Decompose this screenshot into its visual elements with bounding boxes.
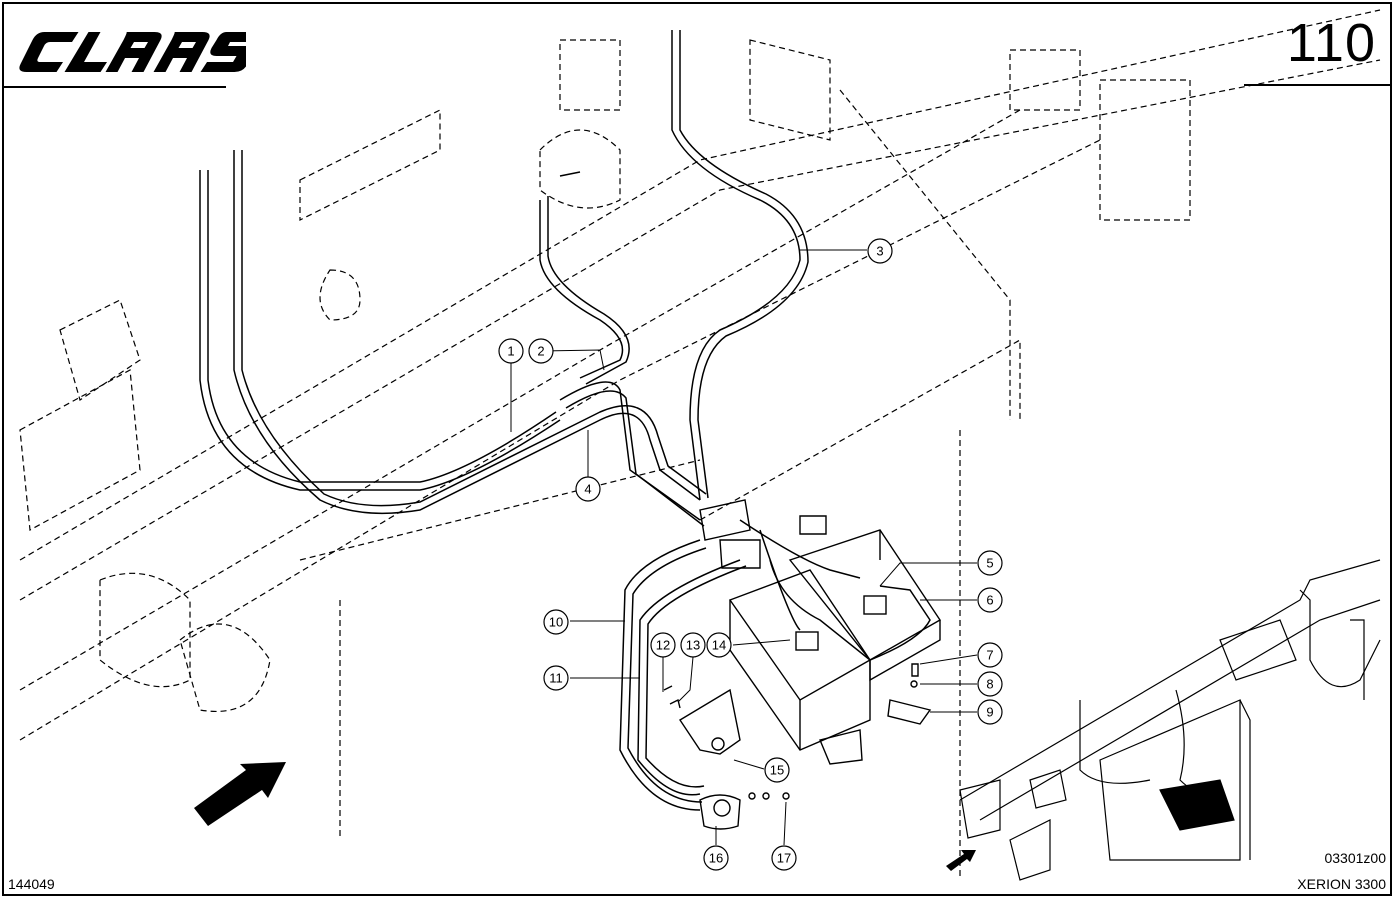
callout-number: 10 xyxy=(549,615,563,630)
callout-number: 3 xyxy=(876,244,883,259)
battery-terminal-front xyxy=(795,631,819,651)
direction-arrow-icon xyxy=(194,762,286,826)
callout-8: 8 xyxy=(977,671,1003,697)
page-number-rule xyxy=(1244,84,1392,86)
overview-inset xyxy=(959,559,1381,881)
callout-number: 6 xyxy=(986,593,993,608)
callout-1: 1 xyxy=(498,338,524,364)
callout-circle xyxy=(977,587,1003,613)
battery-clamp xyxy=(819,729,863,765)
callout-number: 8 xyxy=(986,677,993,692)
callout-circle xyxy=(703,845,729,871)
frame-background xyxy=(19,9,1381,880)
callout-number: 4 xyxy=(584,482,591,497)
callout-12: 12 xyxy=(650,632,676,658)
callout-circle xyxy=(977,642,1003,668)
bracket-15 xyxy=(679,688,741,755)
callout-circle xyxy=(650,632,676,658)
callout-number: 13 xyxy=(686,638,700,653)
hydraulic-lines xyxy=(199,30,931,811)
callout-number: 7 xyxy=(986,648,993,663)
drawing-id: 144049 xyxy=(8,876,55,892)
battery-terminal-rear xyxy=(863,595,887,615)
callout-number: 12 xyxy=(656,638,670,653)
callout-9: 9 xyxy=(977,699,1003,725)
callout-11: 11 xyxy=(543,665,569,691)
callout-15: 15 xyxy=(764,757,790,783)
callout-7: 7 xyxy=(977,642,1003,668)
claas-logo xyxy=(19,32,246,72)
callout-number: 14 xyxy=(712,638,726,653)
battery-rear xyxy=(788,529,941,661)
callout-number: 9 xyxy=(986,705,993,720)
callout-circle xyxy=(977,699,1003,725)
callout-13: 13 xyxy=(680,632,706,658)
callout-number: 2 xyxy=(537,344,544,359)
callout-circle xyxy=(977,550,1003,576)
callout-circle xyxy=(575,476,601,502)
model-name: XERION 3300 xyxy=(1297,876,1386,892)
callout-16: 16 xyxy=(703,845,729,871)
callout-circle xyxy=(867,238,893,264)
battery-assembly xyxy=(663,499,941,830)
callout-circle xyxy=(543,609,569,635)
clip-16 xyxy=(699,794,741,830)
callout-circle xyxy=(680,632,706,658)
callout-17: 17 xyxy=(771,845,797,871)
callout-circle xyxy=(764,757,790,783)
callout-4: 4 xyxy=(575,476,601,502)
brand-logo-area xyxy=(4,4,246,88)
callout-circle xyxy=(977,671,1003,697)
callout-number: 15 xyxy=(770,763,784,778)
callout-6: 6 xyxy=(977,587,1003,613)
callout-circle xyxy=(771,845,797,871)
callout-5: 5 xyxy=(977,550,1003,576)
callout-circle xyxy=(543,665,569,691)
callout-number: 5 xyxy=(986,556,993,571)
callout-circle xyxy=(706,632,732,658)
callout-circle xyxy=(498,338,524,364)
callout-number: 16 xyxy=(709,851,723,866)
callout-circle xyxy=(528,338,554,364)
distribution-block xyxy=(699,499,751,541)
leader-lines xyxy=(510,249,978,846)
page-number: 110 xyxy=(1286,13,1376,73)
callout-number: 1 xyxy=(507,344,514,359)
callout-14: 14 xyxy=(706,632,732,658)
image-code: 03301z00 xyxy=(1324,850,1386,866)
callout-number: 11 xyxy=(549,671,563,686)
inset-arrow-icon xyxy=(946,850,976,871)
callout-2: 2 xyxy=(528,338,554,364)
callout-number: 17 xyxy=(777,851,791,866)
callout-10: 10 xyxy=(543,609,569,635)
callout-3: 3 xyxy=(867,238,893,264)
